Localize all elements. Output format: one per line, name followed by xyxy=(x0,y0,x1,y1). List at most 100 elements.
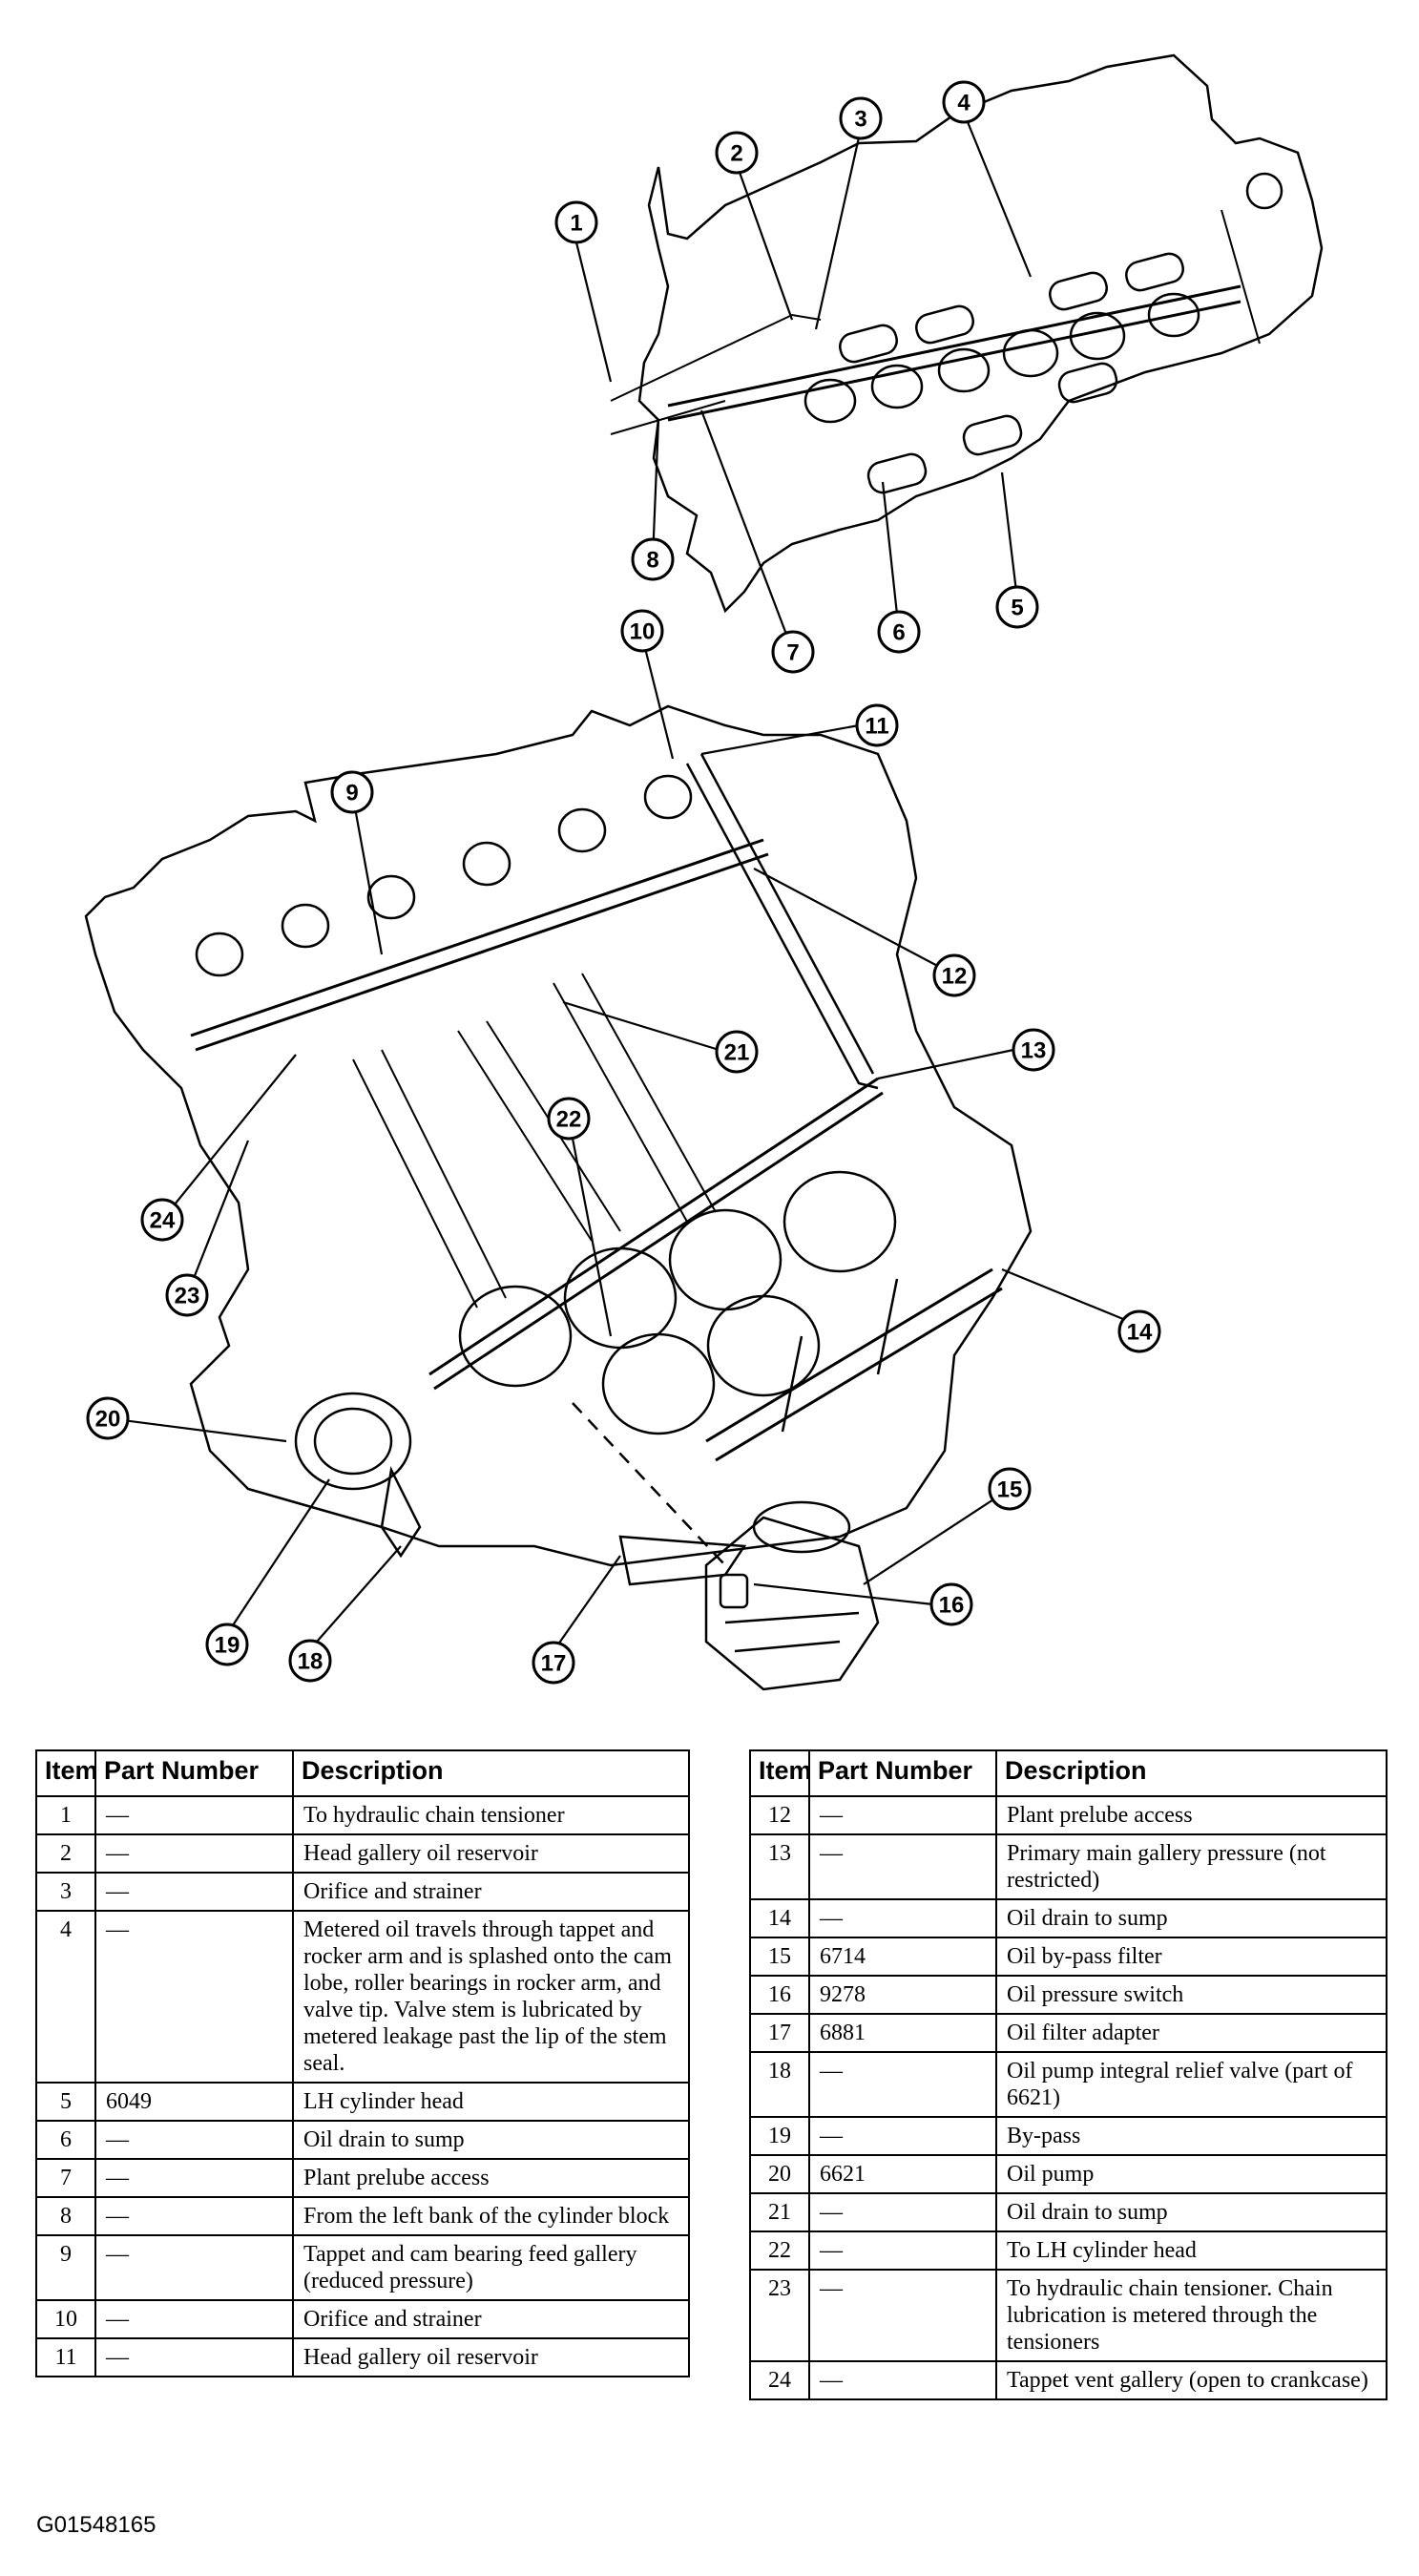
table-row: 24—Tappet vent gallery (open to crankcas… xyxy=(749,2360,1388,2400)
callout-23: 23 xyxy=(165,1273,209,1317)
svg-text:22: 22 xyxy=(556,1107,582,1133)
table-row: 22—To LH cylinder head xyxy=(749,2230,1388,2271)
cell-item: 1 xyxy=(35,1795,96,1835)
cell-description: Oil by-pass filter xyxy=(995,1937,1388,1977)
callout-8: 8 xyxy=(631,537,675,581)
cell-item: 8 xyxy=(35,2196,96,2236)
engine-lubrication-diagram: 1 2 3 4 5 6 7 8 9 10 11 12 13 14 15 16 1… xyxy=(84,53,1324,1691)
cell-item: 12 xyxy=(749,1795,810,1835)
cell-description: Plant prelube access xyxy=(995,1795,1388,1835)
svg-text:23: 23 xyxy=(175,1284,200,1309)
table-row: 1—To hydraulic chain tensioner xyxy=(35,1795,690,1835)
cell-description: Plant prelube access xyxy=(292,2158,690,2198)
cylinder-head-illustration xyxy=(610,53,1324,614)
callout-19: 19 xyxy=(205,1623,249,1666)
cell-description: Oil pump integral relief valve (part of … xyxy=(995,2051,1388,2118)
table-row: 11—Head gallery oil reservoir xyxy=(35,2337,690,2377)
svg-text:20: 20 xyxy=(95,1407,121,1433)
cell-description: Oil drain to sump xyxy=(292,2120,690,2160)
cell-item: 14 xyxy=(749,1898,810,1938)
svg-text:16: 16 xyxy=(939,1593,965,1619)
cell-part-number: — xyxy=(94,1910,294,2084)
cell-part-number: — xyxy=(94,2234,294,2301)
cell-item: 7 xyxy=(35,2158,96,2198)
cell-item: 23 xyxy=(749,2269,810,2362)
callout-7: 7 xyxy=(771,630,815,674)
cell-part-number: — xyxy=(808,2360,997,2400)
cell-part-number: — xyxy=(808,2116,997,2156)
cell-item: 17 xyxy=(749,2013,810,2053)
table-row: 19—By-pass xyxy=(749,2116,1388,2156)
cell-part-number: — xyxy=(94,2158,294,2198)
table-row: 18—Oil pump integral relief valve (part … xyxy=(749,2051,1388,2118)
callout-14: 14 xyxy=(1117,1309,1161,1353)
cell-description: Tappet and cam bearing feed gallery (red… xyxy=(292,2234,690,2301)
cell-item: 9 xyxy=(35,2234,96,2301)
table-row: 2—Head gallery oil reservoir xyxy=(35,1833,690,1874)
cell-part-number: — xyxy=(94,2196,294,2236)
cell-item: 16 xyxy=(749,1975,810,2015)
callout-20: 20 xyxy=(86,1396,130,1440)
header-part-number: Part Number xyxy=(94,1749,294,1797)
cell-description: Oil pump xyxy=(995,2154,1388,2194)
cell-description: To LH cylinder head xyxy=(995,2230,1388,2271)
cell-part-number: 9278 xyxy=(808,1975,997,2015)
cell-item: 19 xyxy=(749,2116,810,2156)
table-row: 13—Primary main gallery pressure (not re… xyxy=(749,1833,1388,1900)
cell-description: Oil pressure switch xyxy=(995,1975,1388,2015)
table-row: 21—Oil drain to sump xyxy=(749,2192,1388,2232)
cell-description: Metered oil travels through tappet and r… xyxy=(292,1910,690,2084)
table-row: 4—Metered oil travels through tappet and… xyxy=(35,1910,690,2084)
cell-part-number: — xyxy=(808,2269,997,2362)
cell-description: Primary main gallery pressure (not restr… xyxy=(995,1833,1388,1900)
svg-text:13: 13 xyxy=(1021,1038,1047,1064)
cell-item: 3 xyxy=(35,1872,96,1912)
svg-text:5: 5 xyxy=(1011,596,1023,621)
cell-item: 15 xyxy=(749,1937,810,1977)
legend-header-row: Item Part Number Description xyxy=(749,1749,1388,1797)
table-row: 12—Plant prelube access xyxy=(749,1795,1388,1835)
header-part-number: Part Number xyxy=(808,1749,997,1797)
cell-part-number: 6049 xyxy=(94,2082,294,2122)
cell-part-number: — xyxy=(94,1833,294,1874)
callout-16: 16 xyxy=(929,1582,973,1626)
cell-description: Oil filter adapter xyxy=(995,2013,1388,2053)
cell-item: 6 xyxy=(35,2120,96,2160)
engine-block-illustration xyxy=(84,704,1033,1691)
cell-part-number: — xyxy=(94,1872,294,1912)
figure-id: G01548165 xyxy=(36,2512,157,2538)
cell-item: 10 xyxy=(35,2299,96,2339)
cell-part-number: 6881 xyxy=(808,2013,997,2053)
cell-part-number: 6621 xyxy=(808,2154,997,2194)
cell-part-number: — xyxy=(808,2192,997,2232)
cell-part-number: — xyxy=(808,2051,997,2118)
table-row: 14—Oil drain to sump xyxy=(749,1898,1388,1938)
callout-1: 1 xyxy=(554,200,598,244)
svg-text:6: 6 xyxy=(892,620,905,646)
callout-2: 2 xyxy=(715,131,759,175)
callout-17: 17 xyxy=(532,1641,575,1685)
cell-description: By-pass xyxy=(995,2116,1388,2156)
svg-text:11: 11 xyxy=(865,714,888,740)
callout-21: 21 xyxy=(715,1030,759,1074)
cell-item: 20 xyxy=(749,2154,810,2194)
cell-item: 21 xyxy=(749,2192,810,2232)
svg-text:12: 12 xyxy=(942,964,968,990)
header-description: Description xyxy=(292,1749,690,1797)
header-item: Item xyxy=(35,1749,98,1797)
legend-header-row: Item Part Number Description xyxy=(35,1749,690,1797)
callout-11: 11 xyxy=(855,703,899,747)
svg-text:7: 7 xyxy=(786,640,799,666)
cell-description: Oil drain to sump xyxy=(995,1898,1388,1938)
svg-text:21: 21 xyxy=(724,1040,750,1066)
cell-part-number: — xyxy=(808,1833,997,1900)
svg-text:14: 14 xyxy=(1127,1320,1153,1346)
cell-part-number: — xyxy=(808,1898,997,1938)
table-row: 7—Plant prelube access xyxy=(35,2158,690,2198)
cell-description: To hydraulic chain tensioner. Chain lubr… xyxy=(995,2269,1388,2362)
cell-item: 13 xyxy=(749,1833,810,1900)
svg-text:10: 10 xyxy=(630,619,656,645)
